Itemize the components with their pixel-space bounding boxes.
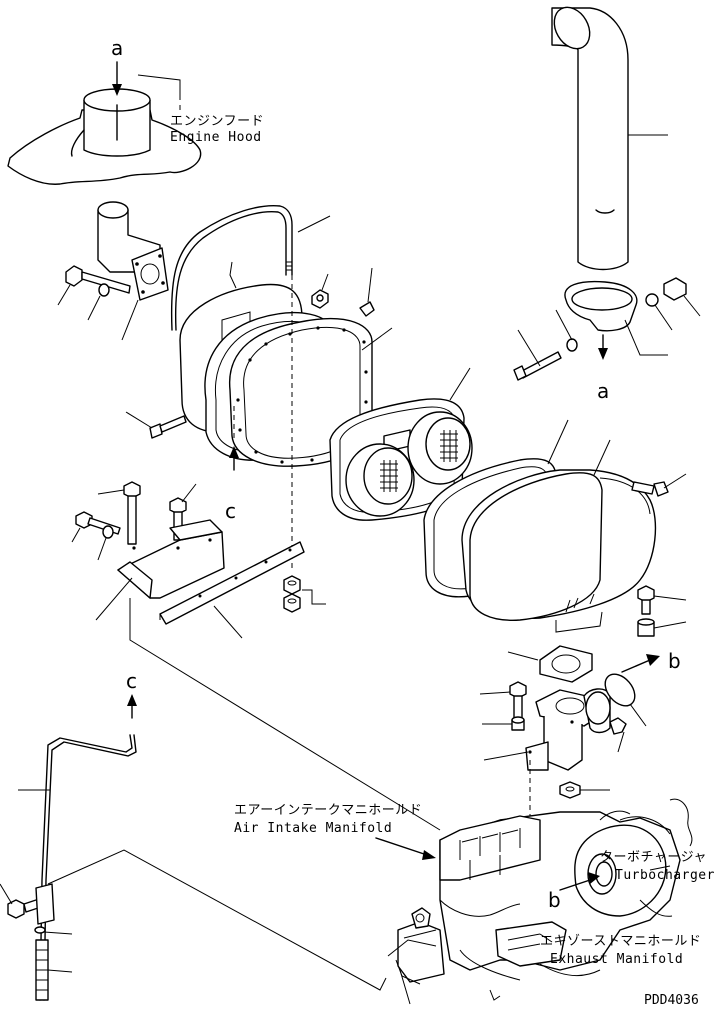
muffler-bracket [95,519,225,621]
exhaust-elbow-nut [559,781,610,799]
ref-c-upper: c [225,446,239,523]
exhaust-elbow-bolt [479,681,527,723]
engine-hood-label-en: Engine Hood [170,130,262,145]
clamp-washer-left [555,309,578,352]
exhaust-elbow-plug [609,717,627,753]
turbocharger-leader [649,865,671,871]
bracket-bolt-1 [97,481,141,545]
mount-pad [387,907,445,985]
elbow-washer [87,283,110,321]
cover-stud [125,411,187,439]
exhaust-manifold-leader [539,933,553,943]
inlet-elbow [97,201,169,341]
clamp-washer-right [645,293,673,331]
exhaust-manifold-label-en: Exhaust Manifold [550,952,683,967]
muffler-clamp: a [564,280,668,403]
elbow-bolt [57,265,131,306]
connecting-pipe [18,734,137,1001]
muffler-body [461,439,657,633]
exhaust-elbow [483,688,611,771]
air-intake-manifold-callout [375,837,436,860]
turbocharger-label-en: Turbocharger [615,868,715,883]
exhaust-elbow-spacer [482,716,525,731]
turbocharger-label-jp: ターボチャージャ [600,850,707,865]
elbow-gasket [507,645,593,683]
muffler-bolt [631,473,687,497]
exhaust-manifold-label-jp: エキゾーストマニホールド [540,934,701,949]
support-plate [159,541,305,639]
svg-text:c: c [225,499,236,523]
clamp-bolt [513,329,562,381]
engine-hood-label-jp: エンジンフード [170,114,264,129]
mount-nut-2 [359,267,375,317]
muffler-core-plate [329,367,473,521]
pipe-clamp [35,883,55,925]
pipe-nut [34,926,73,935]
ref-a-top: a [111,36,123,96]
ref-b-upper: b [621,649,681,673]
support-nut-lower [283,593,301,613]
ref-c-lower: c [126,669,137,719]
u-bolt [170,205,331,331]
air-intake-manifold-label-en: Air Intake Manifold [234,821,392,836]
bracket-relation-line [129,598,441,831]
pipe-hose [35,939,73,1001]
support-nut-upper [283,575,301,595]
engine-hood-leader [137,74,181,110]
svg-text:a: a [111,36,123,60]
elbow-mount-nut [637,618,687,637]
exhaust-pipe [551,6,668,271]
elbow-mount-bolt [637,585,687,615]
support-nut-leader [302,589,326,605]
clamp-nut [663,277,701,317]
svg-text:b: b [548,888,561,912]
svg-text:c: c [126,669,137,693]
bracket-bolt-3 [71,511,121,543]
svg-text:a: a [597,379,609,403]
ref-b-lower: b [548,872,600,912]
exhaust-clamp-ring [604,673,647,727]
engine-hood [7,88,202,185]
mount-nut-1 [311,273,329,309]
air-intake-manifold-label-jp: エアーインテークマニホールド [234,803,422,818]
drawing-code: PDD4036 [644,993,699,1008]
pipe-routing-line [47,849,387,991]
svg-text:b: b [668,649,681,673]
bracket-washer [97,525,114,561]
mount-pad-leader [399,969,411,1005]
